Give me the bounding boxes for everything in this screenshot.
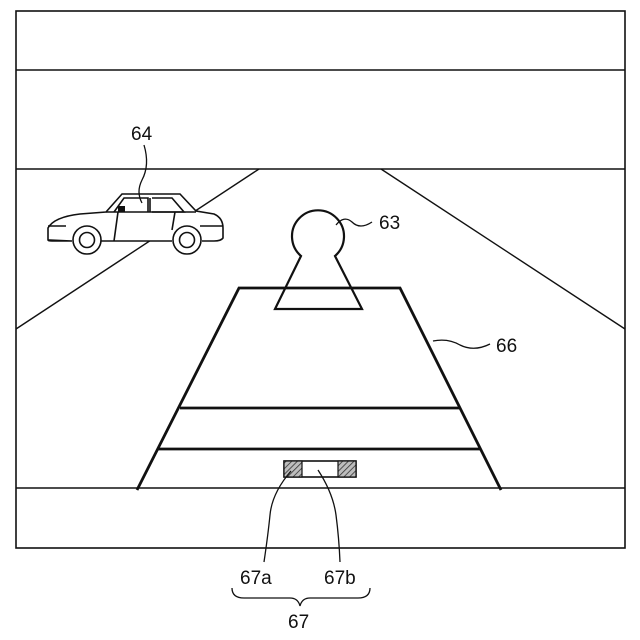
label-indicator-left: 67a [240, 568, 272, 589]
label-driver-marker: 63 [379, 213, 400, 234]
driver-marker-icon [275, 210, 362, 309]
label-indicator-group: 67 [288, 612, 309, 633]
group-brace [232, 588, 370, 606]
label-vehicle: 64 [131, 124, 153, 145]
road-edge-left [16, 169, 259, 329]
leader-line-66 [433, 340, 490, 348]
label-guide-trapezoid: 66 [496, 336, 517, 357]
indicator-segment-right [338, 461, 356, 477]
label-indicator-right: 67b [324, 568, 356, 589]
indicator-box [284, 461, 356, 477]
guide-trapezoid [137, 288, 501, 490]
road-edge-right [381, 169, 625, 329]
vehicle-icon [48, 194, 223, 254]
indicator-segment-left [284, 461, 302, 477]
